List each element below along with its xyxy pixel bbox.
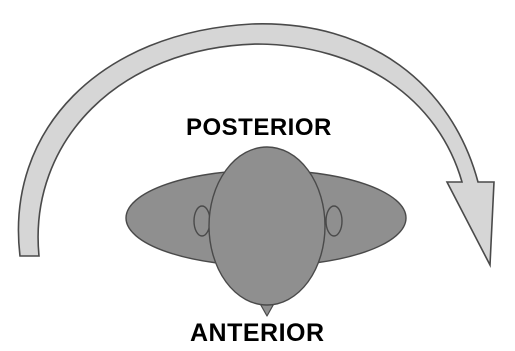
head (209, 147, 325, 305)
left-ear (194, 206, 210, 236)
right-ear (326, 206, 342, 236)
head-figure (126, 147, 406, 316)
posterior-label: POSTERIOR (186, 114, 332, 142)
anterior-label: ANTERIOR (190, 319, 325, 348)
